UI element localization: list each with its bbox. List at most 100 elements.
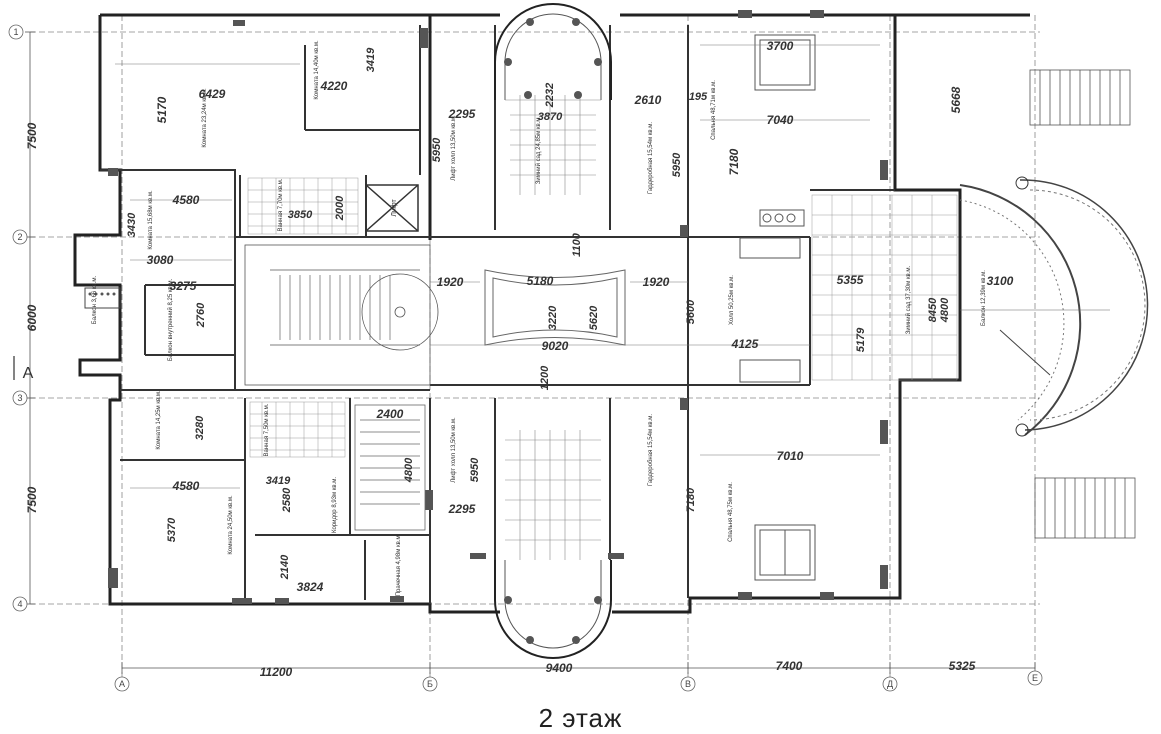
dim-3100: 3100 [987,274,1014,288]
dim-4580-top: 4580 [172,193,200,207]
dim-2000: 2000 [334,195,346,221]
left-dim-1: 7500 [25,122,39,149]
dim-3275: 3275 [170,279,197,293]
room-label-2: Комната 14,40м кв.м. [314,40,320,100]
col-label-b: Б [427,679,433,689]
dim-4220: 4220 [320,79,348,93]
secondary-staircase [354,404,426,531]
dim-5950-top-right: 5950 [671,152,683,177]
dim-2295-top: 2295 [448,107,476,121]
right-winter-garden-tiles [811,194,958,381]
dim-5370: 5370 [166,517,178,542]
main-staircase [244,244,439,386]
bathroom-tiles [247,177,359,458]
dim-3280: 3280 [194,415,206,440]
room-label-13: Комната 14,25м кв.м. [156,390,162,450]
dim-1920-right: 1920 [643,275,670,289]
bottom-dim-3: 7400 [776,659,803,673]
lift-label: Лифт [391,199,398,217]
dim-5620: 5620 [588,305,600,330]
row-label-1: 1 [13,27,18,37]
dim-5355: 5355 [837,273,864,287]
floor-caption: 2 этаж [538,703,623,733]
interior-walls [100,25,895,604]
room-label-20: Прачечная 4,98м кв.м. [396,533,402,596]
dim-5180: 5180 [527,274,554,288]
dim-5950-bottom: 5950 [469,457,481,482]
dim-5600: 5600 [685,299,697,324]
bottom-dim-2: 9400 [546,661,573,675]
dim-1920-left: 1920 [437,275,464,289]
dim-6429: 6429 [199,87,226,101]
dim-5179: 5179 [855,327,867,352]
col-label-v: В [685,679,691,689]
room-label-19: Спальня 48,75м кв.м. [728,482,734,542]
dim-7010: 7010 [777,449,804,463]
col-label-a: А [119,679,125,689]
dim-2760: 2760 [195,302,207,328]
dim-2580: 2580 [281,487,293,513]
room-label-1: Комната 23,24м кв.м. [202,88,208,148]
dim-2610: 2610 [634,93,662,107]
bottom-dim-4: 5325 [949,659,976,673]
room-label-6: Спальня 48,71м кв.м. [711,80,717,140]
dim-3430: 3430 [126,212,138,237]
dim-2232: 2232 [544,83,556,108]
dim-3419-bottom: 3419 [266,475,291,487]
room-label-11: Зимний сад 37,30м кв.м. [905,265,912,334]
dim-3870: 3870 [538,111,563,123]
bedroom-furniture [739,34,816,581]
room-label-16: Коридор 8,93м кв.м. [332,477,338,533]
row-label-4: 4 [17,599,22,609]
winter-garden-top [494,3,612,195]
room-label-3: Лифт холл 13,50м кв.м. [451,115,457,181]
dim-3824: 3824 [297,580,324,594]
dim-4800-stair: 4800 [403,457,415,483]
row-label-2: 2 [17,232,22,242]
bottom-dimension-line [121,662,1036,674]
dim-3419-top: 3419 [365,47,377,72]
room-name-labels: Комната 23,24м кв.м. Комната 14,40м кв.м… [92,40,987,596]
dim-1100: 1100 [571,232,583,257]
col-label-e: Е [1032,673,1038,683]
room-label-18: Гардеробная 15,54м кв.м. [648,414,654,486]
dim-1200: 1200 [539,365,551,390]
right-balcony [959,176,1149,437]
row-label-3: 3 [17,393,22,403]
dim-3220: 3220 [547,305,559,330]
balcony-left-label: Балкон 3,66 кв.м. [92,275,98,324]
axis-labels: 1 2 3 4 А Б В Д Е [13,27,1038,689]
dim-7180-bottom: 7180 [685,487,697,512]
room-label-7: Ванная 7,70м кв.м. [278,178,284,231]
dim-7040: 7040 [767,113,794,127]
room-label-9: Балкон внутренний 8,25 кв.м. [167,279,174,362]
room-label-8: Комната 15,68м кв.м. [148,190,154,250]
row-axis-markers [8,24,28,612]
room-label-10: Холл 50,25м кв.м. [729,275,735,325]
external-stairs [1029,69,1136,539]
winter-garden-bottom [494,430,612,659]
dim-8450: 8450 [927,297,939,322]
room-label-4: Зимний сад 24,85м кв.м. [535,115,542,184]
column-axis-markers [114,670,1043,692]
dim-2400: 2400 [376,407,404,421]
room-label-5: Гардеробная 15,54м кв.м. [648,122,654,194]
dim-3850: 3850 [288,209,313,221]
dim-4580-bottom: 4580 [172,479,200,493]
left-dim-3: 7500 [25,486,39,513]
left-dim-2: 6000 [25,304,39,331]
dimension-labels: 7500 6000 7500 11200 9400 7400 5325 5668… [25,39,1014,679]
interior-dimension-lines [115,44,880,489]
room-label-12: Балкон 12,39м кв.м. [981,270,987,326]
wall-columns [108,10,888,604]
dim-3080: 3080 [147,253,174,267]
dim-9020: 9020 [542,339,569,353]
dim-4125: 4125 [731,337,759,351]
dim-2295-bottom: 2295 [448,502,476,516]
room-label-14: Ванная 7,50м кв.м. [264,403,270,456]
dim-195: 195 [689,91,708,103]
dim-7180-top: 7180 [727,148,741,175]
lift-shaft [365,184,419,232]
dim-5950-top-left: 5950 [431,137,443,162]
